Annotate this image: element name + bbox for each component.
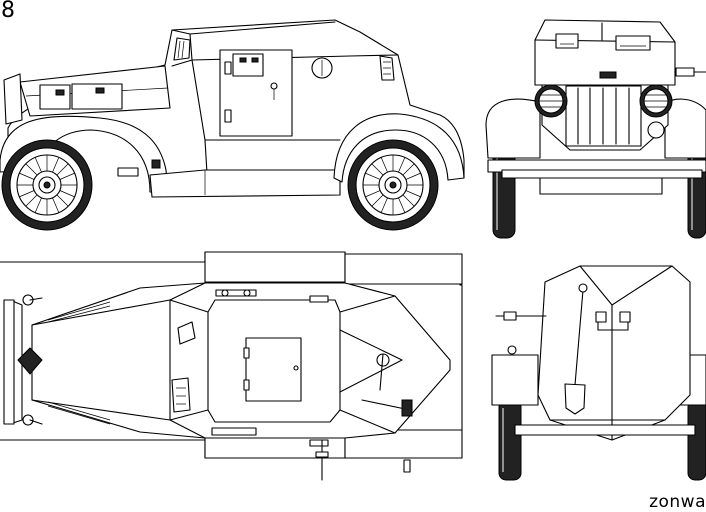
side-view xyxy=(0,19,465,198)
front-view xyxy=(485,19,706,239)
watermark: zonwa xyxy=(649,492,706,512)
rear-view xyxy=(491,265,706,481)
plate-number: 8 xyxy=(1,0,15,23)
rear-wheel xyxy=(347,139,439,231)
front-wheel xyxy=(1,139,93,231)
top-view xyxy=(0,251,463,481)
